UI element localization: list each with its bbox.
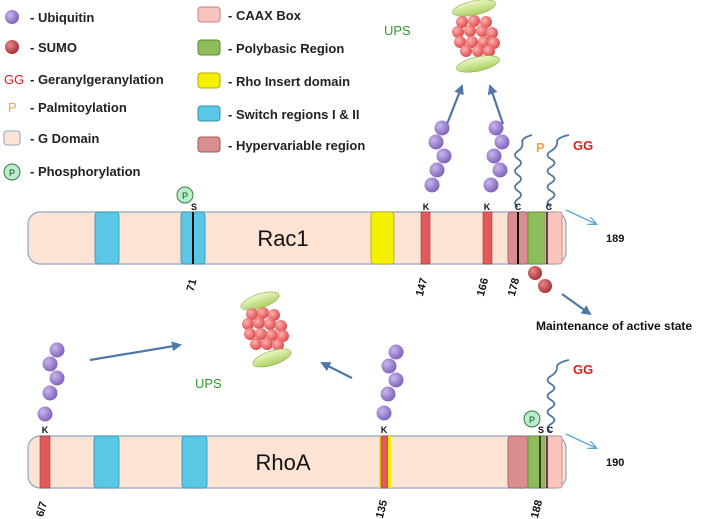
- legend-palm-label: - Palmitoylation: [30, 100, 127, 115]
- phospho-icon-letter: P: [9, 168, 15, 178]
- rhoa-residue-k6-7-letter: K: [42, 425, 49, 435]
- ubiquitin-icon: [5, 10, 19, 24]
- phospho-icon: [3, 163, 21, 181]
- rac1-residue-147-number: 147: [414, 277, 430, 298]
- rhoa-switch-2: [181, 435, 208, 489]
- active-state-annotation: Maintenance of active state: [536, 319, 692, 333]
- rhoa-residue-188-number: 188: [529, 499, 545, 519]
- sumo-icon: [5, 40, 19, 54]
- rac1-residue-k166-letter: K: [484, 202, 491, 212]
- p-symbol: P: [8, 100, 17, 115]
- arrow-ub67-to-ups: [89, 341, 182, 362]
- rhoa-name: RhoA: [255, 450, 310, 475]
- rhoa-end-arrow: [565, 433, 596, 448]
- phospho-marker-rhoa-letter: P: [529, 415, 535, 425]
- arrow-ub166-to-ups: [487, 84, 505, 125]
- gg-symbol: GG: [4, 72, 24, 87]
- rho-insert-swatch: [197, 72, 221, 89]
- ups-label-rac1: UPS: [384, 23, 411, 38]
- rac1-residue-166-number: 166: [475, 277, 491, 298]
- legend-gg-label: - Geranylgeranylation: [30, 72, 164, 87]
- gg-chain-rac1: [546, 134, 570, 208]
- ubiquitin-chain-k166: [483, 120, 510, 193]
- rhoa-hypervariable: [507, 435, 529, 489]
- rac1-caax: [544, 211, 563, 265]
- rhoa-residue-caax-c-letter: C: [547, 425, 554, 435]
- ubiquitin-chain-k6-7: [37, 342, 65, 422]
- rhoa-end-number: 190: [606, 457, 624, 469]
- switch-swatch: [197, 105, 221, 122]
- rhoa-k135-mark: [380, 435, 389, 489]
- palmitoyl-label-rac1: P: [536, 140, 545, 155]
- ubiquitin-chain-k135: [376, 344, 404, 421]
- rac1-rho-insert: [370, 211, 395, 265]
- rac1-residue-71-number: 71: [185, 278, 200, 293]
- phospho-marker-rac1: [176, 186, 194, 204]
- arrow-ub147-to-ups: [445, 84, 464, 125]
- proteasome-rhoa: [240, 291, 292, 368]
- rac1-k166-mark: [482, 211, 493, 265]
- phospho-marker-rac1-letter: P: [182, 191, 188, 201]
- gdomain-swatch: [3, 130, 21, 146]
- gg-label-rhoa: GG: [573, 362, 593, 377]
- legend-phospho-label: - Phosphorylation: [30, 164, 141, 179]
- sumo-rac1-1: [528, 266, 542, 280]
- gg-label-rac1: GG: [573, 138, 593, 153]
- rhoa-k6-7-mark: [39, 435, 51, 489]
- rac1-residue-c178-letter: C: [515, 202, 522, 212]
- ubiquitin-chain-k147: [424, 120, 452, 193]
- legend-rho-insert-label: - Rho Insert domain: [228, 74, 350, 89]
- rac1-k147-mark: [420, 211, 431, 265]
- rac1-polybasic: [527, 211, 546, 265]
- rhoa-residue-135-number: 135: [374, 499, 390, 519]
- rhoa-rho-insert-left: [379, 436, 382, 488]
- proteasome-cap-bottom-rhoa: [252, 348, 292, 368]
- hypervariable-swatch: [197, 136, 221, 153]
- rhoa-residue-s188-letter: S: [538, 425, 544, 435]
- rac1-end-number: 189: [606, 233, 624, 245]
- rhoa-residue-k135-letter: K: [381, 425, 388, 435]
- rac1-switch-1: [94, 211, 120, 265]
- legend-left: - Ubiquitin - SUMO GG - Geranylgeranylat…: [3, 10, 164, 181]
- phospho-marker-rhoa: [523, 410, 541, 428]
- rhoa-g-domain: [27, 435, 567, 489]
- rac1-residue-k147-letter: K: [423, 202, 430, 212]
- legend-caax-label: - CAAX Box: [228, 8, 302, 23]
- rhoa-polybasic: [527, 435, 546, 489]
- legend-switch-label: - Switch regions I & II: [228, 107, 359, 122]
- proteasome-core-rhoa: [242, 307, 289, 351]
- rac1-residue-caax-c-letter: C: [546, 202, 553, 212]
- proteasome-rac1: [452, 0, 500, 73]
- rac1-end-arrow: [565, 209, 596, 224]
- proteasome-core: [452, 15, 500, 57]
- rhoa-caax: [544, 435, 563, 489]
- arrow-sumo-to-active-state: [561, 293, 592, 316]
- polybasic-swatch: [197, 39, 221, 56]
- rhoa-residue-6-7-number: 6/7: [34, 500, 50, 518]
- rac1-residue-178-number: 178: [506, 277, 522, 298]
- sumo-rac1-2: [538, 279, 552, 293]
- proteasome-cap-bottom: [456, 55, 500, 73]
- caax-swatch: [197, 6, 221, 23]
- legend-polybasic-label: - Polybasic Region: [228, 41, 344, 56]
- rhoa-protein-bar: [27, 435, 567, 489]
- rac1-residue-s71-letter: S: [191, 202, 197, 212]
- legend-gdomain-label: - G Domain: [30, 131, 99, 146]
- palmitoyl-chain-rac1: [514, 134, 533, 208]
- legend-hypervariable-label: - Hypervariable region: [228, 138, 365, 153]
- arrow-ub135-to-ups: [320, 362, 353, 379]
- rhoa-rho-insert-right: [388, 436, 391, 488]
- gg-chain-rhoa: [546, 359, 570, 433]
- ups-label-rhoa: UPS: [195, 376, 222, 391]
- legend-ubiquitin-label: - Ubiquitin: [30, 10, 94, 25]
- proteasome-cap-top: [452, 0, 496, 17]
- rac1-protein-bar: [27, 211, 567, 265]
- rac1-name: Rac1: [257, 226, 308, 251]
- rhoa-switch-1: [93, 435, 120, 489]
- rac1-g-domain: [27, 211, 567, 265]
- legend-sumo-label: - SUMO: [30, 40, 77, 55]
- legend-right: - CAAX Box - Polybasic Region - Rho Inse…: [197, 6, 365, 153]
